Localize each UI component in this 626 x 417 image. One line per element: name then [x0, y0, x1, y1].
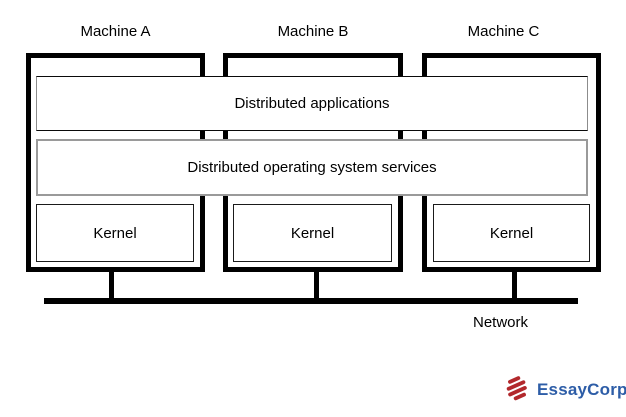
- machine-a-kernel-box: Kernel: [36, 204, 194, 262]
- network-label: Network: [473, 314, 529, 331]
- distributed-applications-layer: Distributed applications: [36, 76, 588, 131]
- kernel-a-label: Kernel: [93, 224, 137, 242]
- machine-c-label: Machine C: [467, 23, 540, 40]
- distributed-applications-label: Distributed applications: [234, 95, 390, 112]
- machine-b-label: Machine B: [277, 23, 349, 40]
- machine-a-network-connector: [109, 271, 114, 299]
- machine-b-network-connector: [314, 271, 319, 299]
- machine-c-network-connector: [512, 271, 517, 299]
- kernel-c-label: Kernel: [489, 224, 534, 242]
- essaycorp-striped-s-icon: [506, 375, 527, 400]
- distributed-os-services-label: Distributed operating system services: [187, 159, 437, 176]
- network-bus-line: [44, 298, 578, 304]
- machine-c-kernel-box: Kernel: [433, 204, 590, 262]
- distributed-os-services-layer: Distributed operating system services: [36, 139, 588, 196]
- essaycorp-logo: EssayCorp: [504, 374, 626, 405]
- machine-a-label: Machine A: [80, 23, 151, 40]
- essaycorp-logo-text: EssayCorp: [537, 379, 626, 399]
- machine-b-kernel-box: Kernel: [233, 204, 392, 262]
- kernel-b-label: Kernel: [290, 224, 335, 242]
